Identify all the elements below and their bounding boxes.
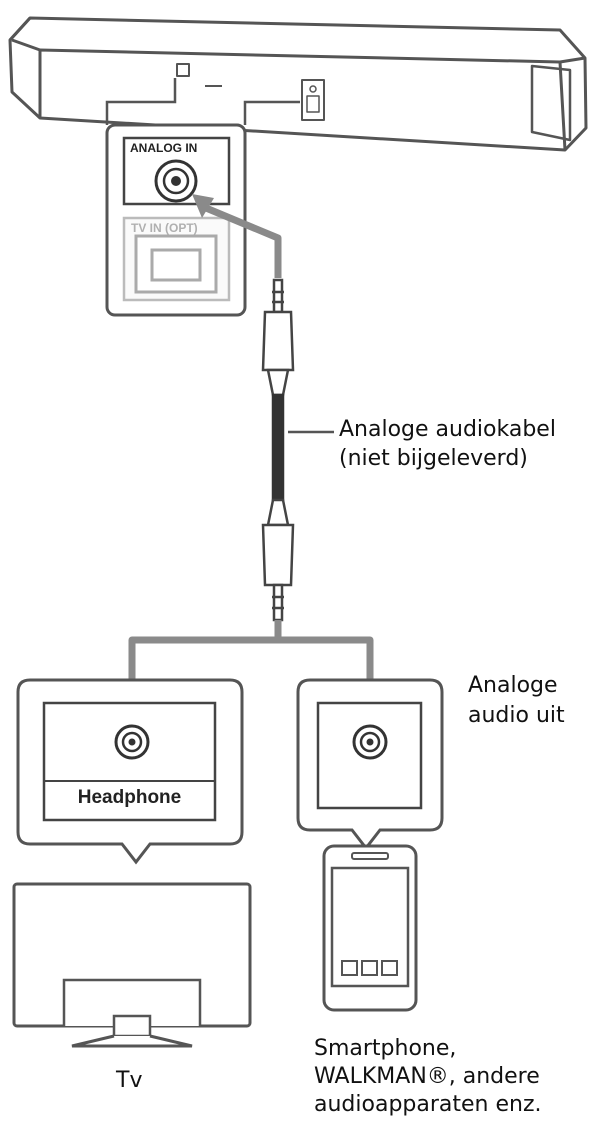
smartphone-illustration <box>322 844 418 1012</box>
cable-label-line2: (niet bijgeleverd) <box>339 446 528 471</box>
cable-label-line1: Analoge audiokabel <box>339 417 556 442</box>
analog-out-label-line1: Analoge <box>468 673 558 698</box>
phone-caption-line3: audioapparaten enz. <box>314 1092 542 1117</box>
soundbar <box>8 16 588 152</box>
phone-output-panel <box>296 678 444 851</box>
tv-caption: Tv <box>116 1068 143 1093</box>
zoom-lines <box>105 78 300 125</box>
phone-caption-line2: WALKMAN®, andere <box>314 1064 540 1089</box>
phone-caption-line1: Smartphone, <box>314 1036 457 1061</box>
analog-in-label: ANALOG IN <box>130 141 198 155</box>
headphone-port-label: Headphone <box>77 787 182 808</box>
soundbar-input-panel <box>105 123 247 317</box>
analog-audio-cable <box>261 278 295 622</box>
cable-arrow-up <box>192 194 282 278</box>
tv-output-panel <box>16 678 244 865</box>
analog-out-label-line2: audio uit <box>468 703 565 728</box>
tv-illustration <box>12 882 252 1048</box>
tv-in-opt-label: TV IN (OPT) <box>131 221 198 235</box>
